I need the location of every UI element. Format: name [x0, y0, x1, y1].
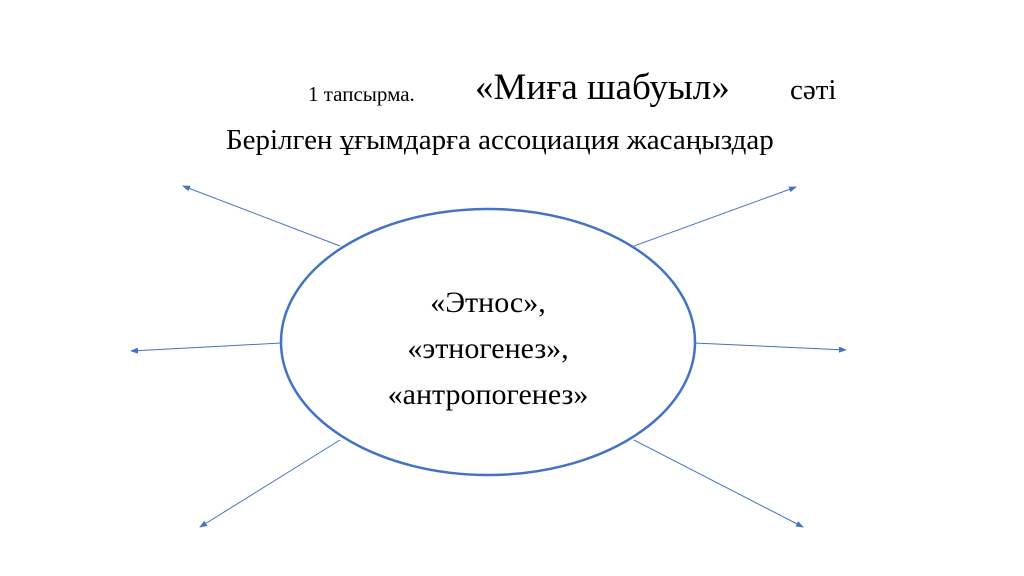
task-label: 1 тапсырма. — [308, 82, 415, 106]
arrow-left — [130, 342, 282, 354]
arrow-right — [693, 342, 847, 353]
arrow-bottom-left — [199, 439, 341, 528]
arrow-bottom-right — [633, 439, 804, 528]
center-terms: «Этнос», «этногенез», «антропогенез» — [330, 280, 646, 418]
title-main: «Миға шабуыл» — [475, 67, 730, 108]
arrow-top-left — [182, 185, 341, 247]
title-suffix: сәті — [790, 74, 837, 106]
arrow-top-right — [633, 186, 797, 247]
term-ethnos: «Этнос», — [430, 286, 546, 319]
term-anthropogenesis: «антропогенез» — [387, 378, 589, 411]
slide-subtitle: Берілген ұғымдарға ассоциация жасаңыздар — [226, 124, 774, 156]
center-ellipse — [279, 207, 697, 477]
term-ethnogenesis: «этногенез», — [407, 332, 569, 365]
